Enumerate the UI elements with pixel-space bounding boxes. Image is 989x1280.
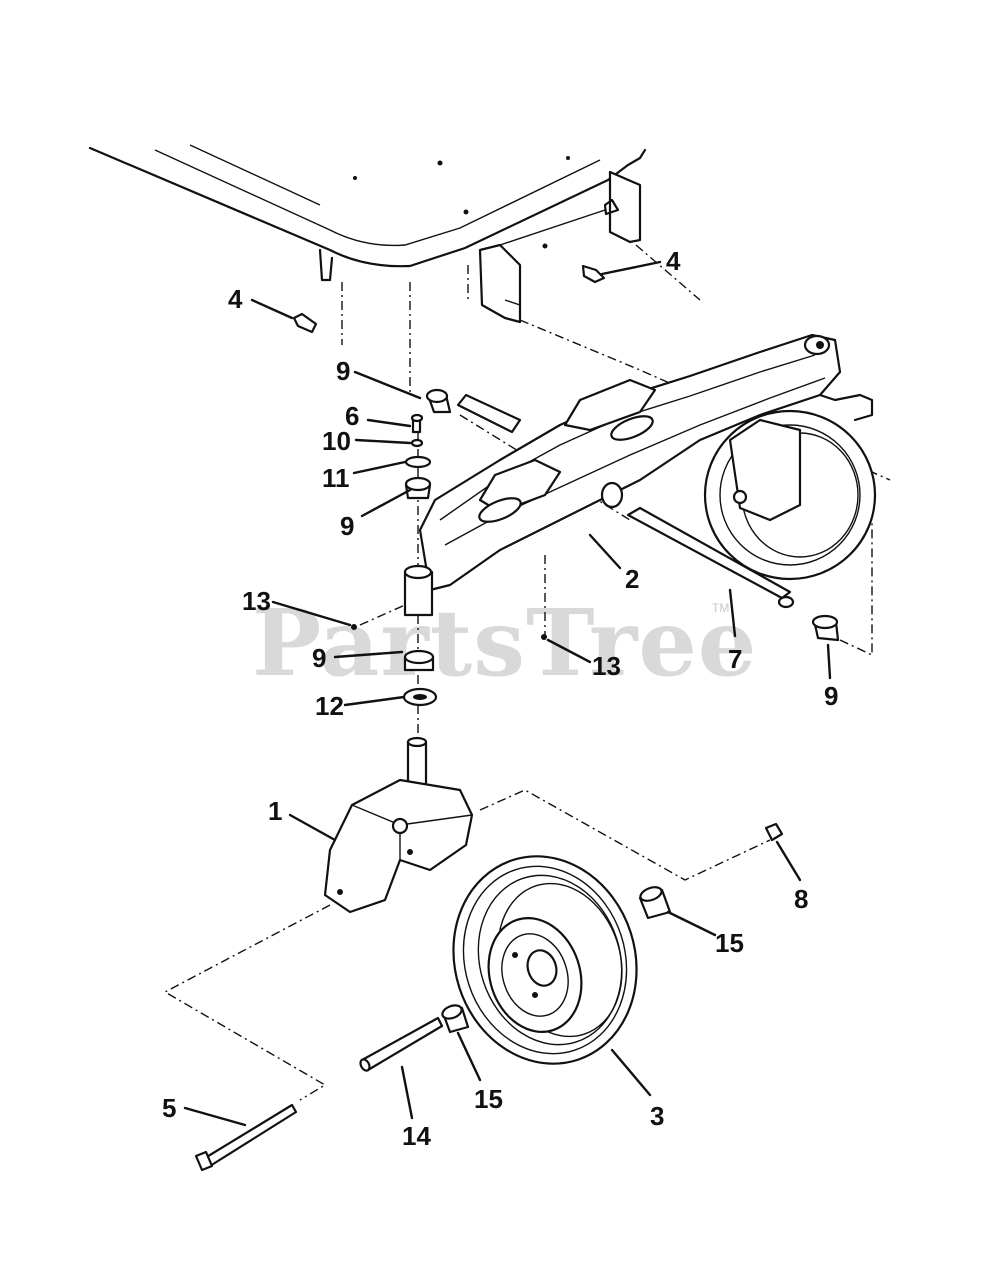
callout-8: 8: [794, 884, 808, 914]
mounting-bracket-right: [478, 170, 642, 324]
caster-yoke-part-1: [323, 736, 474, 914]
callout-13-left: 13: [242, 586, 271, 616]
bushing-9-right: [811, 614, 840, 642]
spindle-hardware-stack: [351, 388, 547, 707]
callout-5: 5: [162, 1093, 176, 1123]
callout-6: 6: [345, 401, 359, 431]
callout-10: 10: [322, 426, 351, 456]
callout-9-upper-left: 9: [336, 356, 350, 386]
mower-deck: [88, 144, 647, 282]
caster-wheel-part-3: [452, 855, 638, 1065]
caster-wheel-rear: [703, 409, 877, 581]
callout-7: 7: [728, 644, 742, 674]
callout-labels: 4 4 9 6 10 11 9 2 13 13 9 12 7 9 1 8 15 …: [162, 246, 838, 1151]
nut-part-8: [764, 822, 784, 842]
callout-leaders: [183, 260, 832, 1127]
callout-14: 14: [402, 1121, 431, 1151]
callout-11: 11: [322, 463, 350, 493]
bolt-part-5: [194, 1103, 298, 1172]
callout-13-right: 13: [592, 651, 621, 681]
bolt-4-left: [292, 312, 318, 334]
bushing-15-upper: [638, 886, 672, 920]
callout-3: 3: [650, 1101, 664, 1131]
axle-beam: [418, 333, 874, 592]
callout-9-middle: 9: [340, 511, 354, 541]
callout-12: 12: [315, 691, 344, 721]
callout-15-upper: 15: [715, 928, 744, 958]
bushing-15-lower: [441, 1004, 470, 1034]
callout-9-right: 9: [824, 681, 838, 711]
callout-9-lower: 9: [312, 643, 326, 673]
watermark-text: PartsTree: [252, 589, 757, 697]
bolt-4-right: [581, 264, 606, 284]
callout-4-left: 4: [228, 284, 243, 314]
pivot-tube: [456, 393, 522, 434]
callout-4-right: 4: [666, 246, 681, 276]
watermark-trademark: TM: [712, 601, 729, 615]
axle-rod-part-7: [626, 506, 795, 609]
callout-15-lower: 15: [474, 1084, 503, 1114]
spacer-tube-part-14: [359, 1016, 444, 1072]
callout-1: 1: [268, 796, 282, 826]
callout-2: 2: [625, 564, 639, 594]
